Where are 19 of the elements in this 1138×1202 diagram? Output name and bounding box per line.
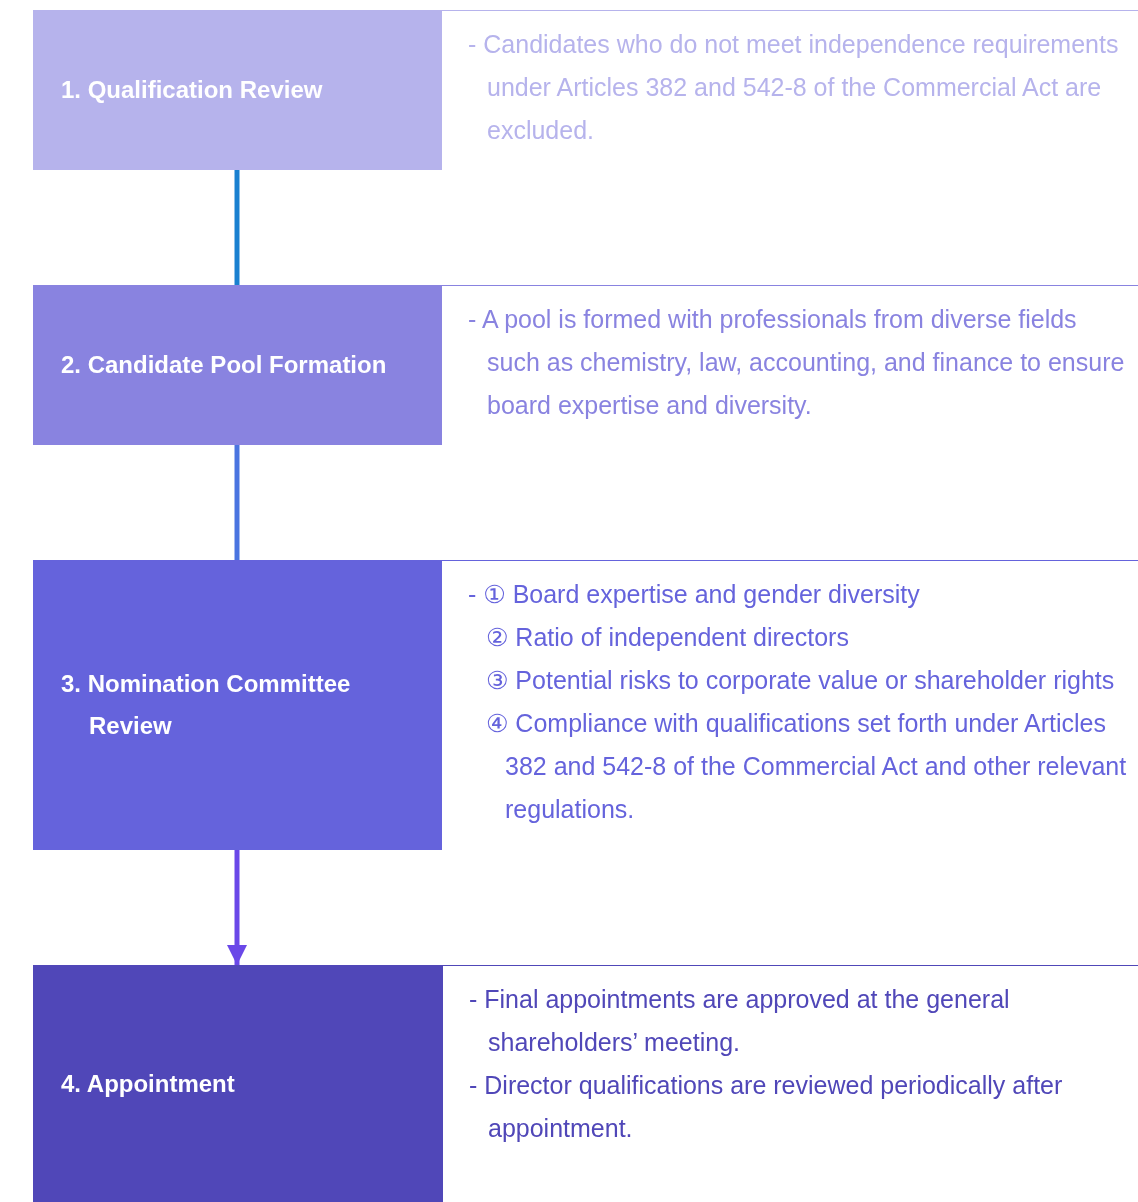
- description-text: - Director qualifications are reviewed periodically after appointment.: [469, 1070, 1064, 1144]
- step-title: 3. Nomination Committee Review: [61, 669, 352, 741]
- step-title: 4. Appointment: [61, 1068, 236, 1099]
- description-text: - Candidates who do not meet independence requirements under Articles 382 and 542-8 of the Commercial Act are excluded.: [468, 29, 1120, 146]
- description-text: ② Ratio of independent directors: [485, 622, 850, 653]
- description-text: ③ Potential risks to corporate value or shareholder rights: [485, 665, 1116, 696]
- description-text: - A pool is formed with professionals from diverse fields such as chemistry, law, accounting, and finance to ensure board expertise and diversity.: [468, 304, 1126, 421]
- arrow: [227, 850, 247, 965]
- description-text: ④ Compliance with qualifications set forth under Articles 382 and 542-8 of the Commercial Act and other relevant regulations.: [485, 708, 1128, 825]
- step-box: [33, 10, 442, 170]
- connector-line: [234, 170, 240, 285]
- description-text: - Final appointments are approved at the general shareholders’ meeting.: [469, 984, 1011, 1058]
- step-box: [33, 965, 442, 1202]
- description-text: - ① Board expertise and gender diversity: [468, 579, 921, 610]
- step-box: [33, 560, 442, 850]
- connector-line: [234, 445, 240, 560]
- step-title: 2. Candidate Pool Formation: [61, 350, 387, 380]
- step-box: [33, 285, 442, 445]
- step-title: 1. Qualification Review: [61, 75, 323, 105]
